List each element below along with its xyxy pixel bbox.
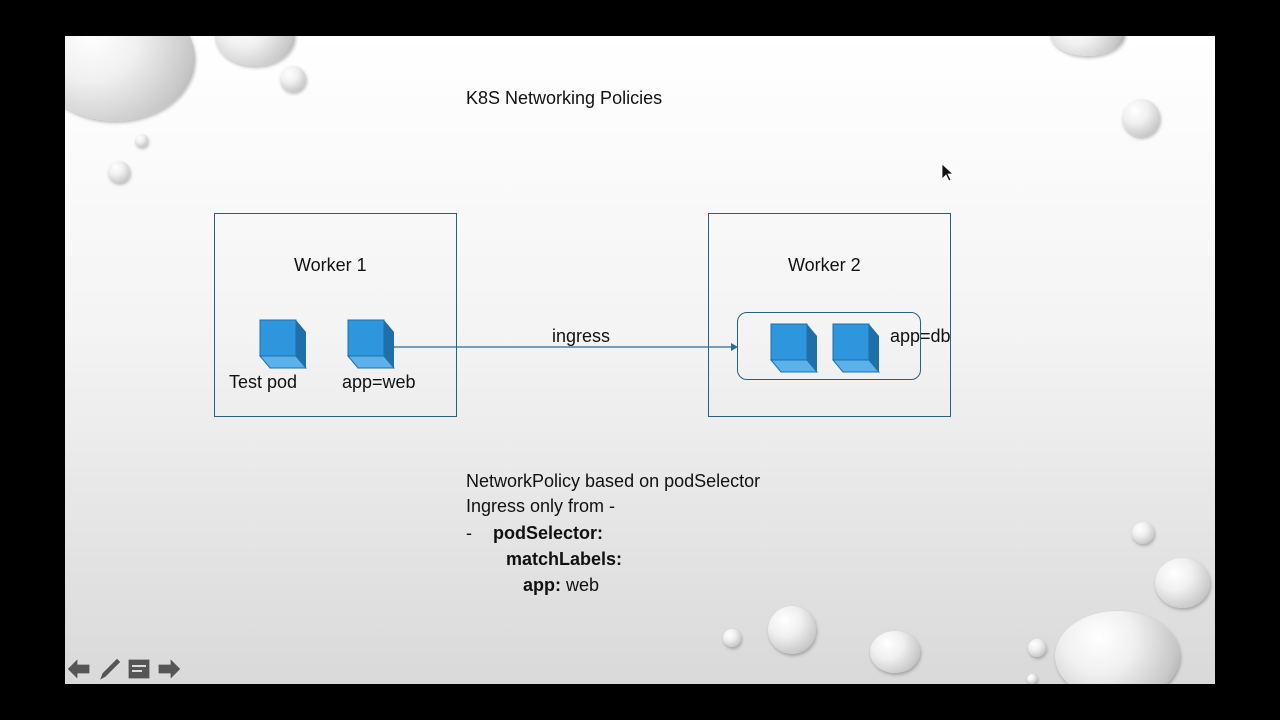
water-drop	[1050, 36, 1125, 56]
arrow-head-icon	[731, 343, 738, 351]
worker-2-box	[708, 213, 951, 417]
water-drop	[280, 66, 306, 92]
test-pod-cube-icon	[259, 319, 307, 369]
db-pod-cube-icon	[832, 323, 880, 373]
slideshow-nav	[65, 655, 183, 683]
policy-match-labels: matchLabels:	[506, 549, 623, 569]
arrow-left-icon[interactable]	[65, 655, 93, 683]
pen-icon[interactable]	[95, 655, 123, 683]
web-pod-label: app=web	[342, 372, 416, 392]
web-pod-cube-icon	[347, 319, 395, 369]
worker-2-label: Worker 2	[788, 255, 861, 275]
water-drop	[1132, 522, 1154, 544]
policy-line-1: NetworkPolicy based on podSelector	[466, 471, 761, 491]
water-drop	[1122, 99, 1160, 137]
policy-dash: -	[466, 523, 472, 543]
slide-title: K8S Networking Policies	[466, 88, 663, 108]
water-drop	[768, 606, 816, 654]
policy-pod-selector: podSelector:	[493, 523, 604, 543]
worker-1-label: Worker 1	[294, 255, 367, 275]
water-drop	[108, 161, 130, 183]
mouse-cursor-icon	[941, 163, 955, 182]
water-drop	[723, 629, 741, 647]
water-drop	[1155, 558, 1210, 608]
water-drop	[135, 134, 148, 147]
water-drop	[1028, 639, 1046, 657]
policy-app-key: app:	[523, 575, 561, 595]
policy-app-line: app: web	[523, 575, 599, 596]
db-pod-label: app=db	[890, 326, 951, 346]
diagram-shapes	[259, 163, 955, 373]
menu-icon[interactable]	[125, 655, 153, 683]
policy-app-value: web	[566, 575, 600, 595]
arrow-right-icon[interactable]	[155, 655, 183, 683]
slide: K8S Networking Policies Worker 1 Worker …	[65, 36, 1215, 684]
db-pod-group	[737, 312, 921, 380]
db-pod-cube-icon	[770, 323, 818, 373]
policy-line-2: Ingress only from -	[466, 496, 616, 516]
water-drop	[1055, 611, 1180, 684]
ingress-label: ingress	[552, 326, 611, 346]
water-drop	[1027, 674, 1037, 684]
test-pod-label: Test pod	[229, 372, 298, 392]
water-drop	[870, 631, 920, 673]
worker-1-box	[214, 213, 457, 417]
